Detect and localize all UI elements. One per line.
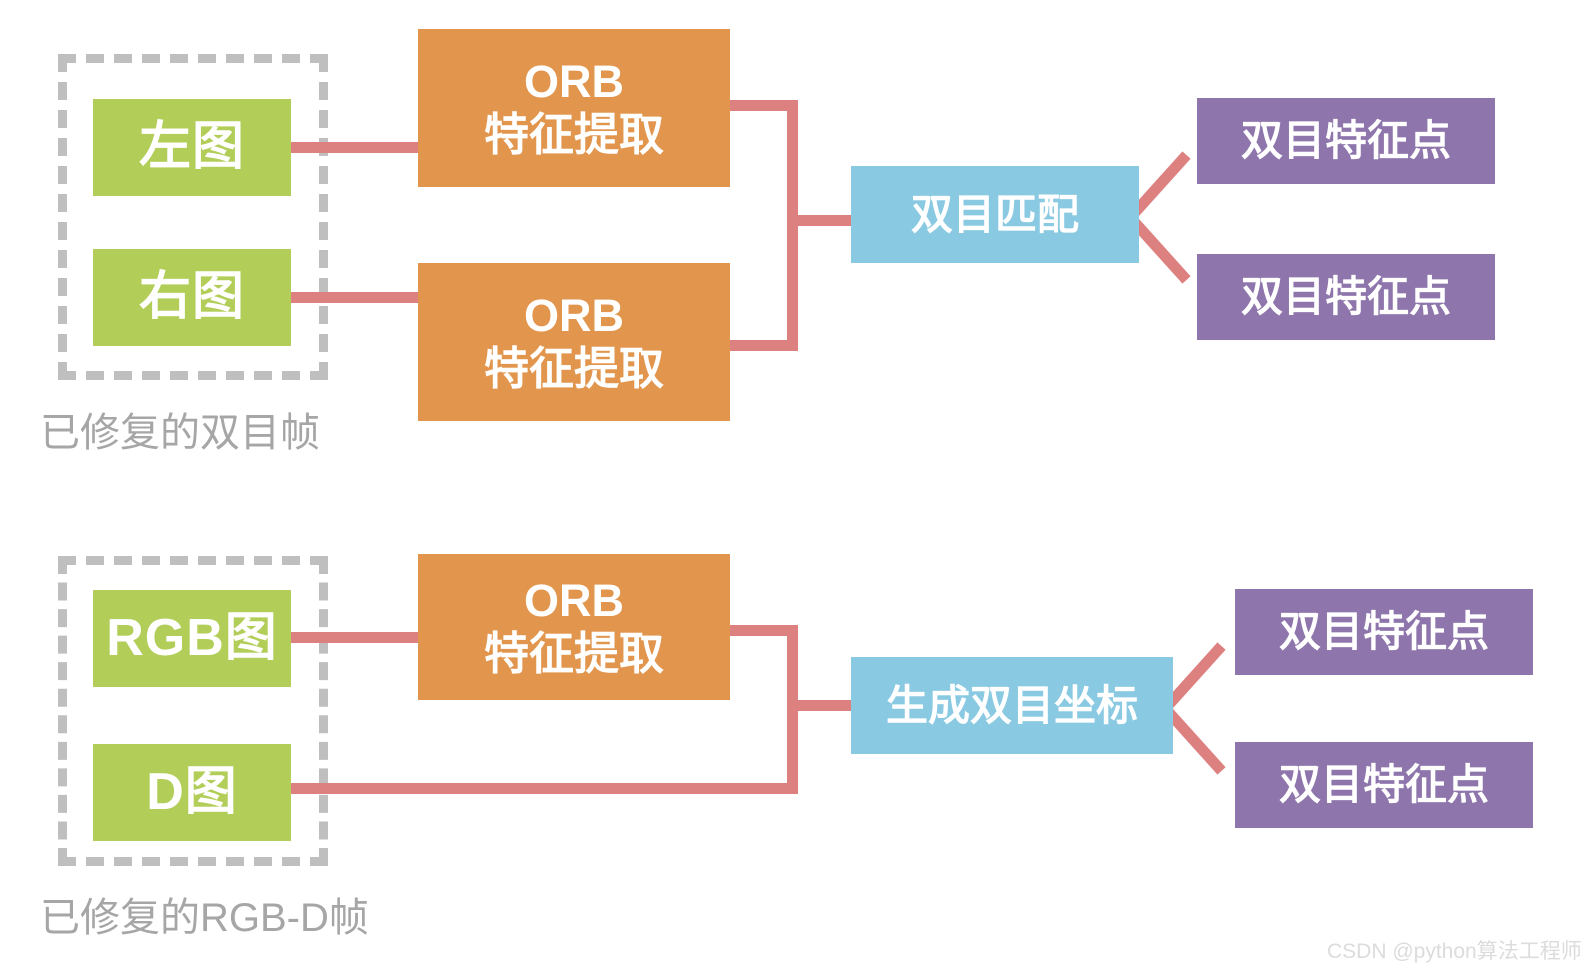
- node-rgbd-feature-point-1[interactable]: 双目特征点: [1235, 589, 1533, 675]
- node-orb-extract-left[interactable]: ORB 特征提取: [418, 29, 730, 187]
- node-stereo-match[interactable]: 双目匹配: [851, 166, 1139, 263]
- node-right-image[interactable]: 右图: [93, 249, 291, 346]
- rgbd-input-group-frame: [58, 556, 328, 866]
- node-stereo-feature-point-2[interactable]: 双目特征点: [1197, 254, 1495, 340]
- node-orb-extract-rgbd[interactable]: ORB 特征提取: [418, 554, 730, 700]
- rgbd-group-label: 已修复的RGB-D帧: [40, 896, 369, 940]
- node-rgbd-feature-point-2[interactable]: 双目特征点: [1235, 742, 1533, 828]
- connector-right-image-to-orb: [291, 292, 418, 303]
- node-left-image[interactable]: 左图: [93, 99, 291, 196]
- connector-depth-image-to-bracket: [291, 783, 798, 794]
- connector-orb-right-out: [730, 340, 798, 351]
- node-generate-stereo-coord[interactable]: 生成双目坐标: [851, 657, 1173, 754]
- csdn-watermark: CSDN @python算法工程师: [1327, 940, 1582, 963]
- connector-generate-to-feature-bottom: [1163, 707, 1226, 775]
- connector-bracket-to-generate: [787, 700, 853, 711]
- connector-orb-left-out: [730, 100, 798, 111]
- stereo-input-group-frame: [58, 54, 328, 380]
- connector-left-image-to-orb: [291, 142, 418, 153]
- connector-orb-rgbd-out: [730, 625, 798, 636]
- node-rgb-image[interactable]: RGB图: [93, 590, 291, 687]
- connector-bracket-to-match: [787, 215, 853, 226]
- connector-generate-to-feature-top: [1163, 642, 1226, 710]
- node-stereo-feature-point-1[interactable]: 双目特征点: [1197, 98, 1495, 184]
- connector-rgb-image-to-orb: [291, 632, 418, 643]
- stereo-group-label: 已修复的双目帧: [40, 411, 320, 455]
- node-depth-image[interactable]: D图: [93, 744, 291, 841]
- node-orb-extract-right[interactable]: ORB 特征提取: [418, 263, 730, 421]
